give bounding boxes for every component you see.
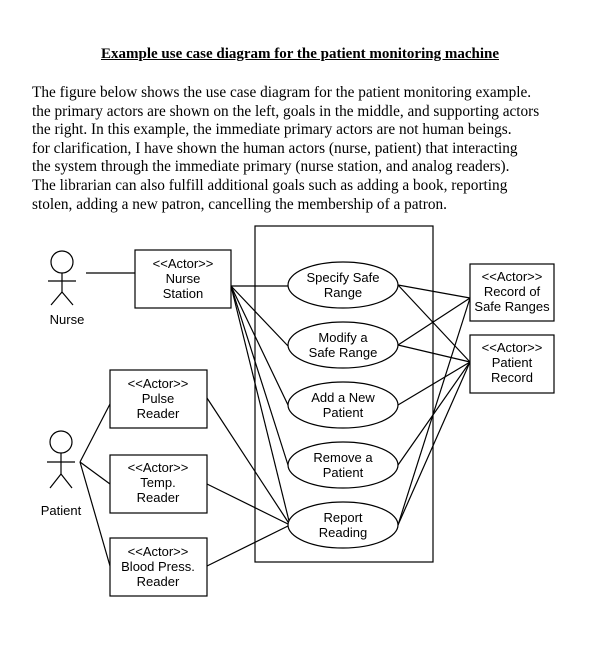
actor-name-line: Blood Press. bbox=[121, 559, 195, 574]
patient-record-actor: <<Actor>> Patient Record bbox=[469, 334, 555, 394]
actor-name-line: Nurse bbox=[166, 271, 201, 286]
paragraph-line: the system through the immediate primary… bbox=[32, 158, 510, 176]
use-case-label: Remove a bbox=[313, 450, 373, 465]
paragraph-line: The figure below shows the use case diag… bbox=[32, 84, 532, 101]
stereotype-label: <<Actor>> bbox=[482, 269, 543, 284]
use-case-specify-safe-range: Specify Safe Range bbox=[287, 261, 399, 309]
actor-name-line: Record bbox=[491, 370, 533, 385]
document-title: Example use case diagram for the patient… bbox=[100, 46, 500, 62]
actor-name-line: Safe Ranges bbox=[474, 299, 550, 314]
use-case-label: Add a New bbox=[311, 390, 375, 405]
use-case-label: Safe Range bbox=[309, 345, 378, 360]
paragraph-line: for clarification, I have shown the huma… bbox=[32, 139, 518, 157]
stereotype-label: <<Actor>> bbox=[128, 544, 189, 559]
actor-name-line: Temp. bbox=[140, 475, 175, 490]
nurse-label: Nurse bbox=[50, 312, 85, 327]
use-case-label: Patient bbox=[323, 465, 364, 480]
actor-name-line: Pulse bbox=[142, 391, 175, 406]
actor-name-line: Reader bbox=[137, 490, 180, 505]
use-case-remove-patient: Remove a Patient bbox=[287, 441, 399, 489]
nurse-actor bbox=[48, 250, 76, 306]
stereotype-label: <<Actor>> bbox=[128, 376, 189, 391]
use-case-label: Reading bbox=[319, 525, 367, 540]
record-of-safe-ranges-actor: <<Actor>> Record of Safe Ranges bbox=[469, 263, 555, 322]
use-case-label: Modify a bbox=[318, 330, 368, 345]
use-case-label: Specify Safe bbox=[307, 270, 380, 285]
actor-name-line: Reader bbox=[137, 406, 180, 421]
paragraph-line: the primary actors are shown on the left… bbox=[32, 102, 540, 120]
actor-name-line: Reader bbox=[137, 574, 180, 589]
actor-name-line: Record of bbox=[484, 284, 541, 299]
actor-name-line: Patient bbox=[492, 355, 533, 370]
stereotype-label: <<Actor>> bbox=[482, 340, 543, 355]
use-case-label: Patient bbox=[323, 405, 364, 420]
patient-actor bbox=[47, 430, 75, 489]
stereotype-label: <<Actor>> bbox=[128, 460, 189, 475]
stereotype-label: <<Actor>> bbox=[153, 256, 214, 271]
paragraph-line: the right. In this example, the immediat… bbox=[32, 121, 512, 139]
patient-label: Patient bbox=[41, 503, 82, 518]
blood-press-reader-actor: <<Actor>> Blood Press. Reader bbox=[109, 537, 208, 597]
actor-name-line: Station bbox=[163, 286, 203, 301]
use-case-add-new-patient: Add a New Patient bbox=[287, 381, 399, 429]
pulse-reader-actor: <<Actor>> Pulse Reader bbox=[109, 369, 208, 429]
use-case-modify-safe-range: Modify a Safe Range bbox=[287, 321, 399, 369]
use-case-label: Report bbox=[323, 510, 362, 525]
intro-paragraph: The figure below shows the use case diag… bbox=[32, 84, 572, 214]
temp-reader-actor: <<Actor>> Temp. Reader bbox=[109, 454, 208, 514]
paragraph-line: stolen, adding a new patron, cancelling … bbox=[32, 195, 448, 213]
connectors bbox=[79, 272, 471, 567]
use-case-label: Range bbox=[324, 285, 362, 300]
system-boundary bbox=[254, 225, 434, 563]
paragraph-line: The librarian can also fulfill additiona… bbox=[32, 176, 508, 194]
use-case-report-reading: Report Reading bbox=[287, 501, 399, 549]
nurse-station-actor: <<Actor>> Nurse Station bbox=[134, 249, 232, 309]
